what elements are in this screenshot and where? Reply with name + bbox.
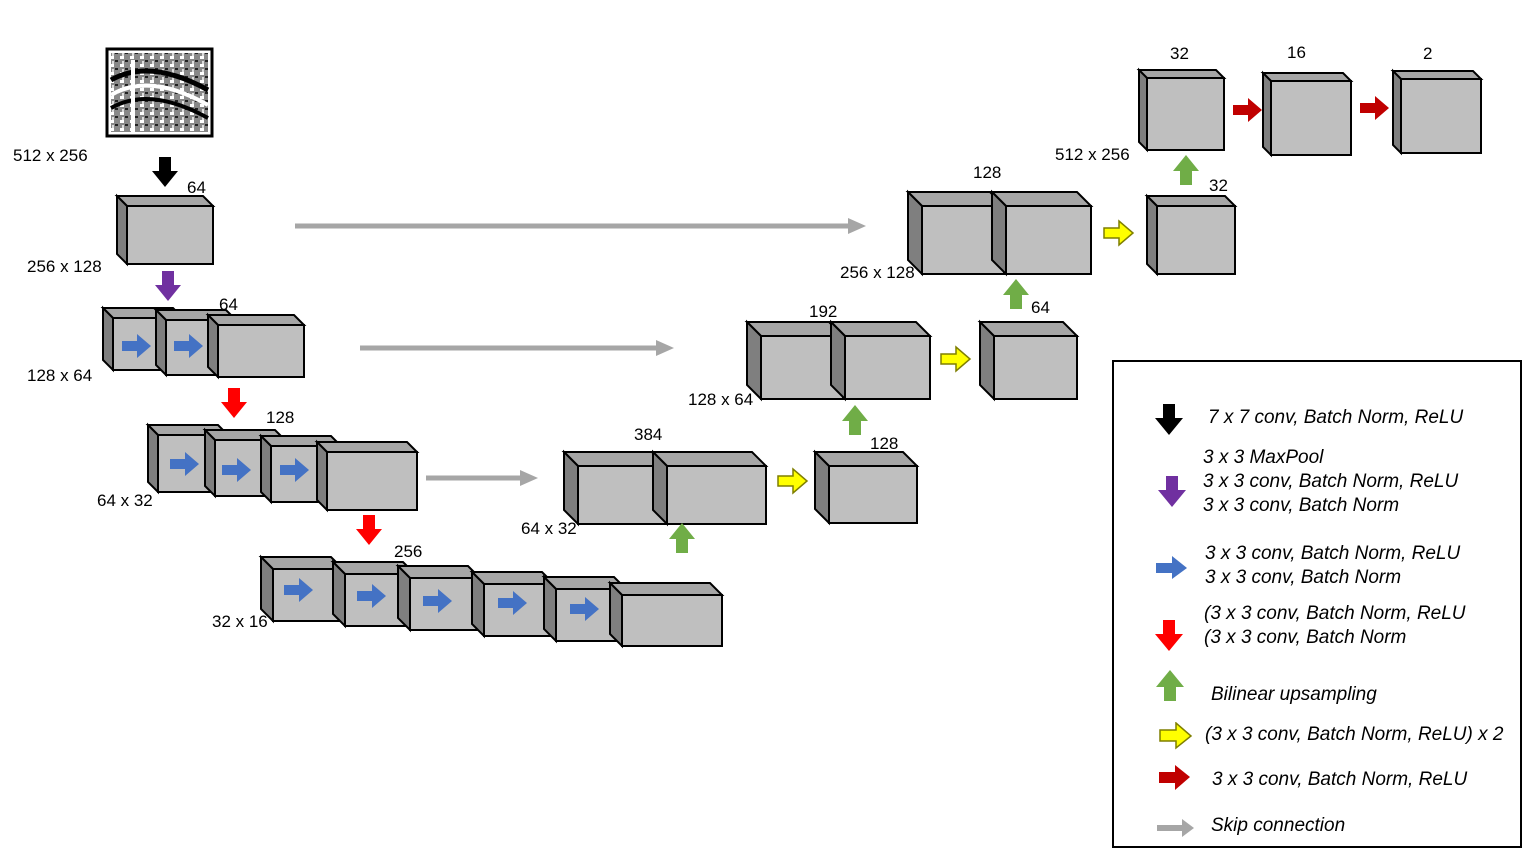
dim-label-enc1: 256 x 128	[27, 257, 102, 276]
blue-arrow-right-icon	[122, 334, 151, 358]
channel-label: 32	[1209, 176, 1228, 195]
blue-arrow-right-icon	[1156, 556, 1187, 579]
red-arrow-down-icon	[1155, 620, 1183, 651]
dim-label-enc4: 32 x 16	[212, 612, 268, 631]
feature-map-block	[905, 189, 1007, 277]
darkred-arrow-right-icon	[1360, 96, 1389, 120]
purple-arrow-down-icon	[1158, 476, 1186, 507]
legend-text: 3 x 3 MaxPool	[1203, 447, 1324, 468]
channel-label: 64	[1031, 298, 1050, 317]
yellow-arrow-right-icon	[777, 467, 809, 495]
black-arrow-down-icon	[1155, 404, 1183, 435]
green-arrow-up-icon	[1173, 155, 1199, 185]
channel-label: 128	[973, 163, 1001, 182]
dim-label-dec1: 256 x 128	[840, 263, 915, 282]
skip-connection-arrowhead	[520, 470, 538, 486]
legend-text: 3 x 3 conv, Batch Norm	[1203, 495, 1400, 516]
red-arrow-down-icon	[221, 388, 247, 418]
yellow-arrow-right-icon	[1159, 722, 1193, 750]
dim-label-input: 512 x 256	[13, 146, 88, 165]
legend-text: 3 x 3 conv, Batch Norm, ReLU	[1205, 543, 1461, 564]
blue-arrow-right-icon	[423, 589, 452, 613]
input-image	[105, 47, 214, 138]
channel-label: 64	[219, 295, 238, 314]
blue-arrow-right-icon	[357, 584, 386, 608]
red-arrow-down-icon	[356, 515, 382, 545]
darkred-arrow-right-icon	[1233, 98, 1262, 122]
green-arrow-up-icon	[1156, 670, 1184, 701]
feature-map-block	[828, 319, 933, 402]
legend-text: 3 x 3 conv, Batch Norm	[1205, 567, 1402, 588]
channel-label: 64	[187, 178, 206, 197]
feature-map-block	[1136, 67, 1227, 153]
dim-label-dec3: 64 x 32	[521, 519, 577, 538]
blue-arrow-right-icon	[170, 452, 199, 476]
legend-text: Skip connection	[1211, 815, 1346, 836]
darkred-arrow-right-icon	[1159, 765, 1190, 790]
feature-map-block	[1144, 193, 1238, 277]
green-arrow-up-icon	[669, 523, 695, 553]
feature-map-block	[607, 580, 725, 649]
channel-label: 16	[1287, 43, 1306, 62]
dim-label-dec0: 512 x 256	[1055, 145, 1130, 164]
feature-map-block	[977, 319, 1080, 402]
channel-label: 384	[634, 425, 662, 444]
legend-text: (3 x 3 conv, Batch Norm, ReLU	[1204, 603, 1466, 624]
channel-label: 128	[870, 434, 898, 453]
blue-arrow-right-icon	[174, 334, 203, 358]
skip-connection-arrowhead	[656, 340, 674, 356]
yellow-arrow-right-icon	[940, 345, 972, 373]
feature-map-block	[314, 439, 420, 513]
purple-arrow-down-icon	[155, 271, 181, 301]
yellow-arrow-right-icon	[1103, 219, 1135, 247]
legend-text: 3 x 3 conv, Batch Norm, ReLU	[1203, 471, 1459, 492]
legend-text: (3 x 3 conv, Batch Norm	[1204, 627, 1407, 648]
feature-map-block	[989, 189, 1094, 277]
blue-arrow-right-icon	[280, 458, 309, 482]
gray-arrow-right-icon	[1157, 819, 1194, 837]
feature-map-block	[1260, 70, 1354, 158]
feature-map-block	[561, 449, 669, 527]
channel-label: 256	[394, 542, 422, 561]
legend-text: 3 x 3 conv, Batch Norm, ReLU	[1212, 769, 1468, 790]
legend-text: (3 x 3 conv, Batch Norm, ReLU) x 2	[1205, 724, 1504, 745]
feature-map-block	[258, 554, 346, 624]
channel-label: 192	[809, 302, 837, 321]
feature-map-block	[650, 449, 769, 527]
legend-text: Bilinear upsampling	[1211, 684, 1377, 705]
feature-map-block	[114, 193, 216, 267]
dim-label-enc2: 128 x 64	[27, 366, 92, 385]
blue-arrow-right-icon	[284, 578, 313, 602]
legend-text: 7 x 7 conv, Batch Norm, ReLU	[1208, 407, 1464, 428]
green-arrow-up-icon	[1003, 279, 1029, 309]
channel-label: 2	[1423, 44, 1432, 63]
legend: 7 x 7 conv, Batch Norm, ReLU 3 x 3 MaxPo…	[1112, 360, 1522, 848]
channel-label: 32	[1170, 44, 1189, 63]
feature-map-block	[812, 449, 920, 526]
green-arrow-up-icon	[842, 405, 868, 435]
feature-map-block	[1390, 68, 1484, 156]
channel-label: 128	[266, 408, 294, 427]
dim-label-dec2: 128 x 64	[688, 390, 753, 409]
feature-map-block	[205, 312, 307, 380]
feature-map-block	[744, 319, 846, 402]
dim-label-enc3: 64 x 32	[97, 491, 153, 510]
blue-arrow-right-icon	[570, 597, 599, 621]
black-arrow-down-icon	[152, 157, 178, 187]
blue-arrow-right-icon	[498, 591, 527, 615]
skip-connection-arrowhead	[848, 218, 866, 234]
blue-arrow-right-icon	[222, 458, 251, 482]
